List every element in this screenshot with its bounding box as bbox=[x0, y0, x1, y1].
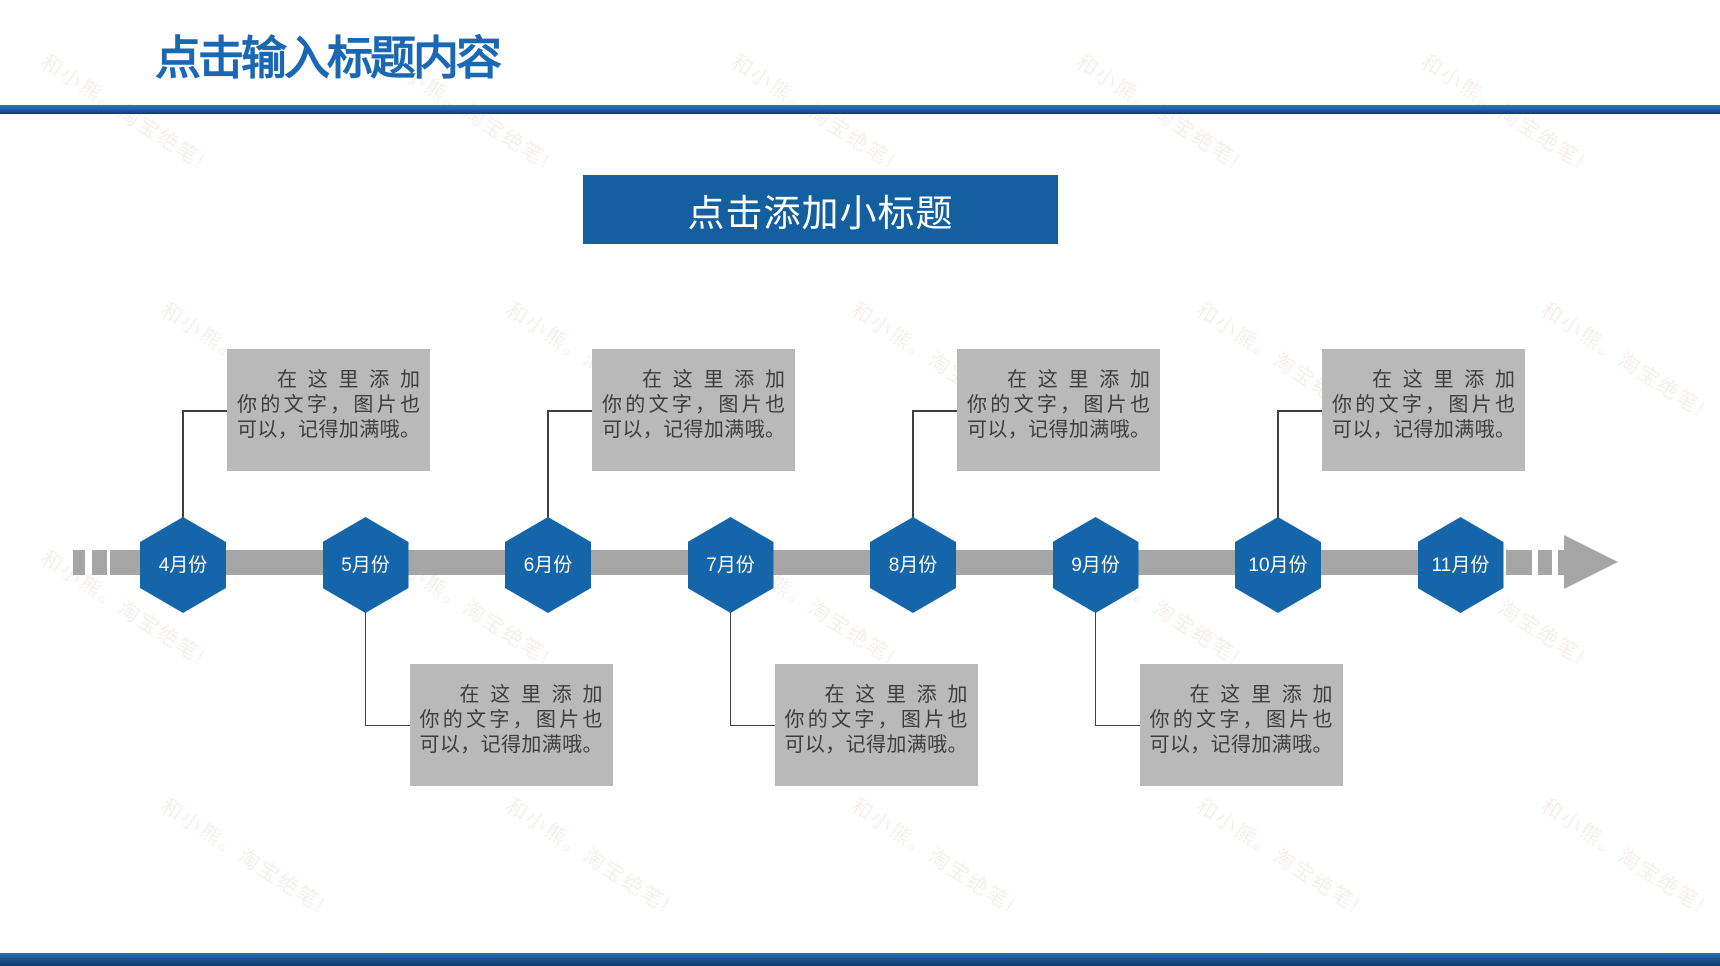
note-box[interactable]: 在这里添加你的文字，图片也可以，记得加满哦。 bbox=[1139, 664, 1343, 786]
note-line: 在这里添加 bbox=[277, 369, 420, 391]
note-line: 可以，记得加满哦。 bbox=[602, 419, 785, 441]
note-box[interactable]: 在这里添加你的文字，图片也可以，记得加满哦。 bbox=[227, 349, 430, 471]
connector-vertical bbox=[1094, 612, 1096, 726]
watermark-text: 和小熊。淘宝绝笔! bbox=[1191, 794, 1365, 919]
note-line: 在这里添加 bbox=[1007, 369, 1150, 391]
note-line: 你的文字，图片也 bbox=[419, 709, 603, 731]
note-line: 你的文字，图片也 bbox=[784, 709, 968, 731]
watermark-text: 和小熊。淘宝绝笔! bbox=[156, 794, 330, 919]
note-line: 在这里添加 bbox=[1189, 684, 1333, 706]
month-label: 5月份 bbox=[341, 554, 390, 576]
month-label: 8月份 bbox=[888, 554, 938, 576]
connector-vertical bbox=[912, 410, 914, 518]
connector-vertical bbox=[182, 410, 184, 518]
timeline-dash bbox=[1506, 550, 1532, 575]
note-line: 你的文字，图片也 bbox=[602, 394, 785, 416]
connector-vertical bbox=[547, 410, 549, 518]
note-line: 在这里添加 bbox=[1372, 369, 1515, 391]
note-line: 可以，记得加满哦。 bbox=[967, 419, 1150, 441]
month-hexagon[interactable]: 4月份 bbox=[140, 517, 226, 613]
connector-horizontal bbox=[1094, 724, 1141, 726]
note-line: 可以，记得加满哦。 bbox=[237, 419, 420, 441]
note-line: 可以，记得加满哦。 bbox=[419, 734, 603, 756]
month-hexagon[interactable]: 10月份 bbox=[1235, 517, 1321, 613]
note-line: 在这里添加 bbox=[642, 369, 785, 391]
note-box[interactable]: 在这里添加你的文字，图片也可以，记得加满哦。 bbox=[592, 349, 795, 471]
month-label: 9月份 bbox=[1071, 554, 1120, 576]
month-label: 10月份 bbox=[1248, 554, 1308, 576]
page-title[interactable]: 点击输入标题内容 bbox=[155, 32, 502, 84]
note-box[interactable]: 在这里添加你的文字，图片也可以，记得加满哦。 bbox=[957, 349, 1160, 471]
connector-horizontal bbox=[912, 410, 958, 412]
title-underline bbox=[0, 105, 1720, 114]
month-label: 6月份 bbox=[523, 554, 573, 576]
timeline-dash bbox=[1538, 550, 1552, 575]
timeline-arrow-icon bbox=[1564, 535, 1618, 589]
note-line: 你的文字，图片也 bbox=[1149, 709, 1333, 731]
note-line: 在这里添加 bbox=[824, 684, 968, 706]
connector-vertical bbox=[364, 612, 366, 726]
note-line: 你的文字，图片也 bbox=[1332, 394, 1515, 416]
note-line: 可以，记得加满哦。 bbox=[1332, 419, 1515, 441]
connector-horizontal bbox=[1277, 410, 1323, 412]
connector-vertical bbox=[1277, 410, 1279, 518]
timeline-dash bbox=[73, 550, 85, 575]
connector-horizontal bbox=[729, 724, 776, 726]
connector-vertical bbox=[729, 612, 731, 726]
connector-horizontal bbox=[547, 410, 593, 412]
note-line: 可以，记得加满哦。 bbox=[1149, 734, 1333, 756]
note-line: 在这里添加 bbox=[459, 684, 603, 706]
note-box[interactable]: 在这里添加你的文字，图片也可以，记得加满哦。 bbox=[409, 664, 613, 786]
watermark-text: 和小熊。淘宝绝笔! bbox=[1536, 298, 1710, 423]
watermark-text: 和小熊。淘宝绝笔! bbox=[501, 794, 675, 919]
timeline-dash bbox=[110, 550, 137, 575]
connector-horizontal bbox=[364, 724, 411, 726]
note-box[interactable]: 在这里添加你的文字，图片也可以，记得加满哦。 bbox=[774, 664, 978, 786]
bottom-bar bbox=[0, 953, 1720, 966]
month-hexagon[interactable]: 8月份 bbox=[870, 517, 956, 613]
month-hexagon[interactable]: 7月份 bbox=[687, 517, 774, 613]
month-label: 11月份 bbox=[1431, 554, 1490, 576]
subtitle-label: 点击添加小标题 bbox=[687, 192, 954, 234]
note-box[interactable]: 在这里添加你的文字，图片也可以，记得加满哦。 bbox=[1322, 349, 1525, 471]
month-label: 4月份 bbox=[158, 554, 208, 576]
timeline-dash bbox=[1558, 550, 1565, 575]
timeline-dash bbox=[92, 550, 107, 575]
connector-horizontal bbox=[182, 410, 228, 412]
note-line: 可以，记得加满哦。 bbox=[784, 734, 968, 756]
watermark-text: 和小熊。淘宝绝笔! bbox=[1536, 794, 1710, 919]
subtitle-box[interactable]: 点击添加小标题 bbox=[583, 175, 1058, 244]
month-label: 7月份 bbox=[706, 554, 755, 576]
month-hexagon[interactable]: 6月份 bbox=[505, 517, 591, 613]
month-hexagon[interactable]: 5月份 bbox=[322, 517, 409, 613]
note-line: 你的文字，图片也 bbox=[967, 394, 1150, 416]
note-line: 你的文字，图片也 bbox=[237, 394, 420, 416]
watermark-text: 和小熊。淘宝绝笔! bbox=[846, 794, 1020, 919]
